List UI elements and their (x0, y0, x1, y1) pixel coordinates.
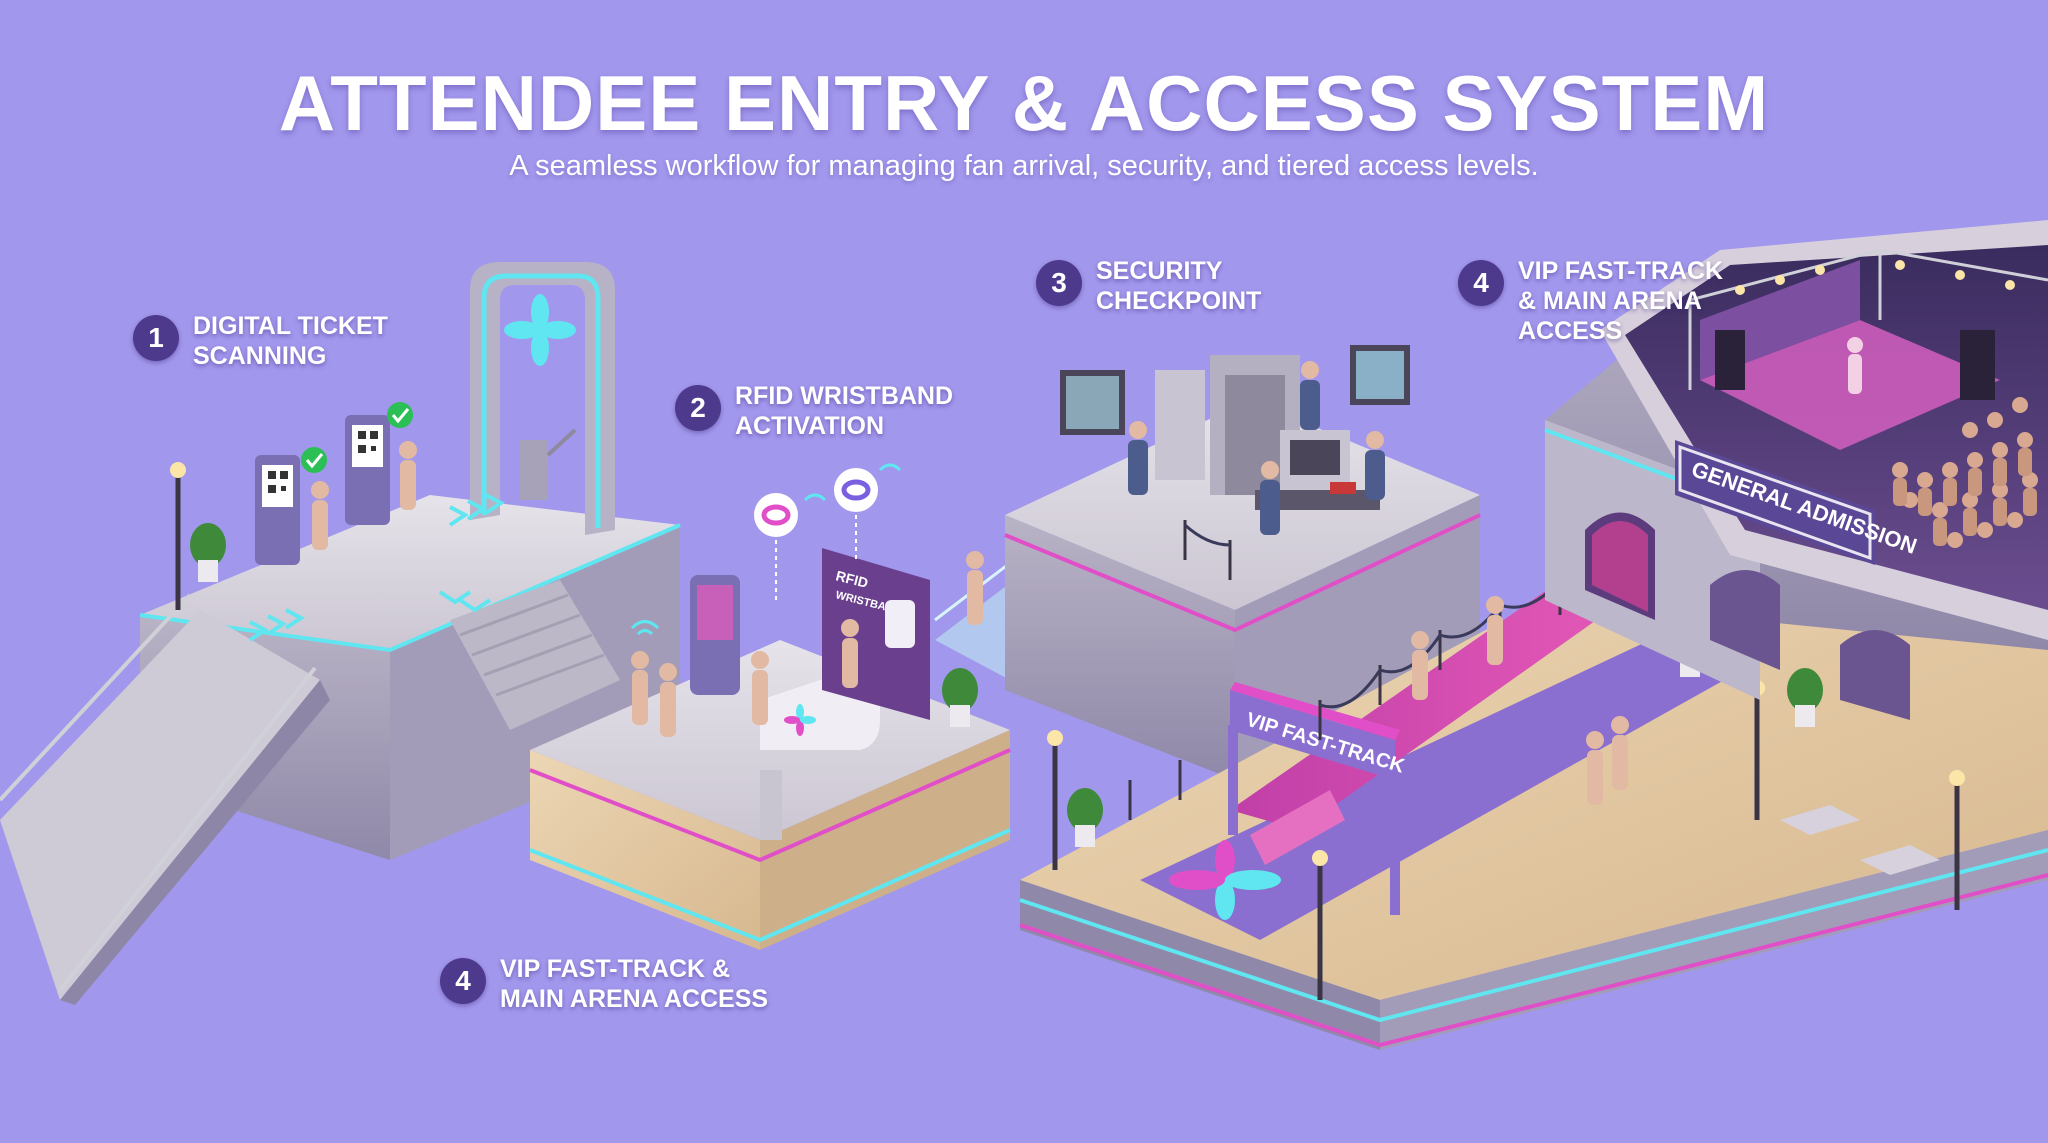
step-4-top: 4 VIP FAST-TRACK & MAIN ARENA ACCESS (1458, 257, 1723, 346)
step-number-badge: 1 (133, 315, 179, 361)
flower-logo-icon (1169, 840, 1281, 920)
step-number-badge: 4 (440, 958, 486, 1004)
page-title: ATTENDEE ENTRY & ACCESS SYSTEM (278, 59, 1770, 147)
flower-logo-icon (784, 704, 816, 736)
step-4-bottom: 4 VIP FAST-TRACK & MAIN ARENA ACCESS (440, 955, 768, 1014)
check-icon (387, 402, 413, 428)
step-label: RFID WRISTBAND ACTIVATION (735, 382, 954, 440)
step-number-badge: 2 (675, 385, 721, 431)
chevron-arrow-icon (248, 493, 505, 642)
wifi-icon (630, 463, 902, 636)
qr-code-icon (268, 471, 288, 493)
rfid-panel-line1: RFID (834, 567, 870, 590)
platform-rfid-activation: RFID WRISTBAND (529, 463, 1011, 950)
step-label: VIP FAST-TRACK & MAIN ARENA ACCESS (500, 955, 769, 1013)
step-label: DIGITAL TICKET SCANNING (193, 312, 388, 370)
wristband-icon (754, 493, 798, 537)
platform-ticket-scanning (0, 262, 681, 1005)
flower-logo-icon (504, 294, 576, 366)
step-number-badge: 4 (1458, 260, 1504, 306)
step-label: SECURITY CHECKPOINT (1096, 257, 1262, 315)
wristband-icon (834, 468, 878, 512)
ticket-kiosk-2 (345, 415, 390, 525)
step-number-badge: 3 (1036, 260, 1082, 306)
page-subtitle: A seamless workflow for managing fan arr… (509, 150, 1539, 182)
qr-code-icon (358, 431, 378, 453)
step-2: 2 RFID WRISTBAND ACTIVATION (675, 382, 953, 441)
platform-vip-arena: VIP FAST-TRACK (1019, 220, 2048, 1050)
step-3: 3 SECURITY CHECKPOINT (1036, 257, 1261, 316)
step-label: VIP FAST-TRACK & MAIN ARENA ACCESS (1518, 257, 1724, 345)
ticket-kiosk-1 (255, 455, 300, 565)
step-1: 1 DIGITAL TICKET SCANNING (133, 312, 388, 371)
check-icon (301, 447, 327, 473)
